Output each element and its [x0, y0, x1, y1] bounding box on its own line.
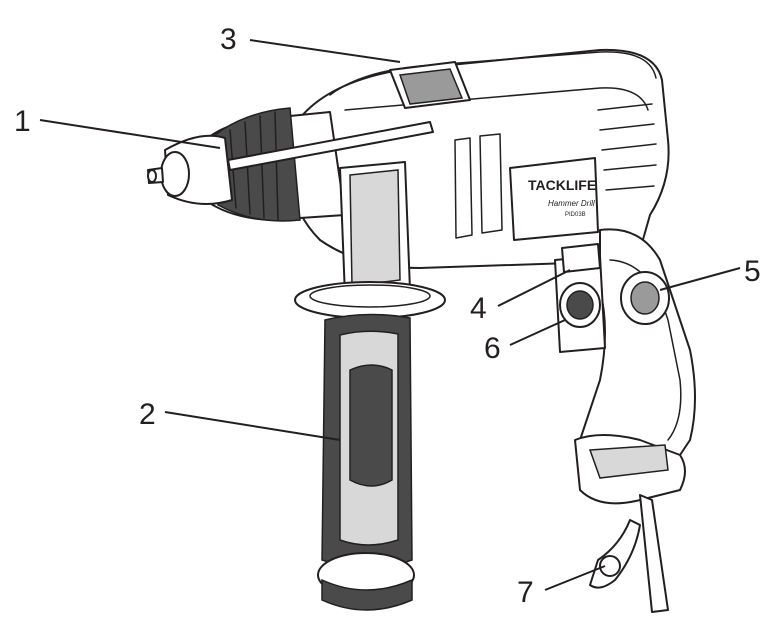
leader-1 — [39, 119, 221, 149]
leader-7 — [544, 565, 606, 591]
brand-logo: TACKLIFE — [528, 177, 596, 193]
mode-switch-icon — [561, 243, 601, 273]
cable-guard-icon — [589, 519, 641, 589]
callout-1: 1 — [14, 105, 31, 138]
leader-4 — [497, 269, 571, 307]
leader-6 — [509, 319, 566, 346]
callout-3: 3 — [220, 23, 237, 56]
speed-dial-icon — [559, 282, 601, 328]
leader-2 — [164, 411, 341, 441]
callout-7: 7 — [517, 576, 534, 609]
leader-3 — [249, 39, 401, 63]
leader-5 — [659, 267, 741, 291]
depth-gauge-icon — [389, 61, 471, 109]
callout-5: 5 — [744, 255, 761, 288]
model-title: Hammer Drill — [548, 199, 595, 208]
callout-2: 2 — [139, 398, 156, 431]
depth-rod-icon — [227, 121, 434, 171]
lock-button-icon — [620, 271, 670, 325]
auxiliary-handle-icon — [294, 161, 446, 611]
callout-4: 4 — [470, 292, 487, 325]
callout-6: 6 — [484, 332, 501, 365]
model-code: PID03B — [565, 212, 586, 218]
